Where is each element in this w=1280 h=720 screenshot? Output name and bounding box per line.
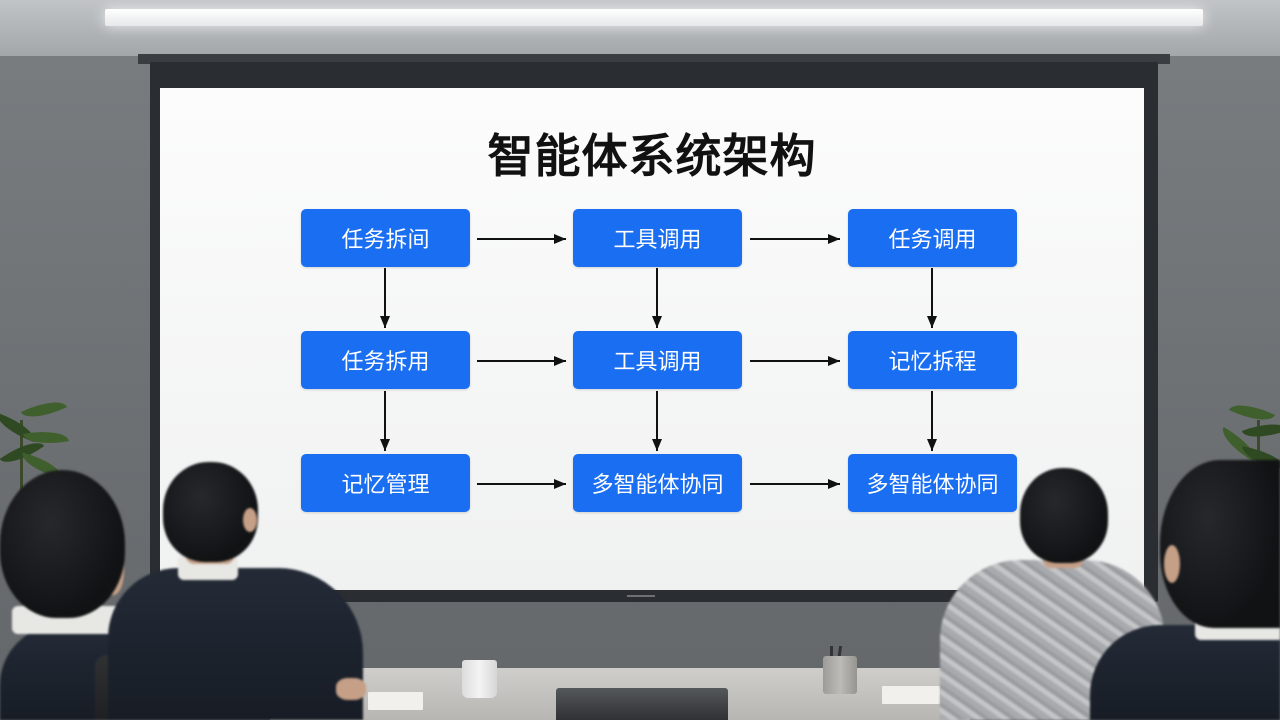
person-head: [0, 470, 125, 618]
person-head: [163, 462, 258, 562]
person-ear: [243, 508, 257, 532]
pen-holder: [823, 656, 857, 694]
screen-frame-logo: [627, 595, 655, 597]
pen: [830, 646, 833, 662]
diagram-node: 任务拆间: [301, 209, 470, 267]
person-body: [1090, 625, 1280, 720]
notepad: [368, 692, 423, 710]
notepad: [882, 686, 940, 704]
person-head: [1020, 468, 1108, 563]
plant-left: [0, 390, 78, 495]
person-head: [1160, 460, 1280, 628]
person-ear: [1164, 545, 1180, 583]
diagram-node: 多智能体协同: [848, 454, 1017, 512]
coffee-cup: [462, 660, 497, 698]
screen-housing: [138, 54, 1170, 64]
diagram-node: 任务拆用: [301, 331, 470, 389]
diagram-title: 智能体系统架构: [487, 129, 817, 183]
diagram-node: 工具调用: [573, 331, 742, 389]
ceiling-light-strip: [105, 9, 1203, 26]
diagram-node: 多智能体协同: [573, 454, 742, 512]
diagram-node: 记忆管理: [301, 454, 470, 512]
plant-right: [1205, 395, 1280, 485]
conference-device: [556, 688, 728, 720]
diagram-node: 工具调用: [573, 209, 742, 267]
diagram-node: 任务调用: [848, 209, 1017, 267]
diagram-node: 记忆拆程: [848, 331, 1017, 389]
person-body: [108, 568, 363, 720]
person-hand: [336, 678, 366, 700]
